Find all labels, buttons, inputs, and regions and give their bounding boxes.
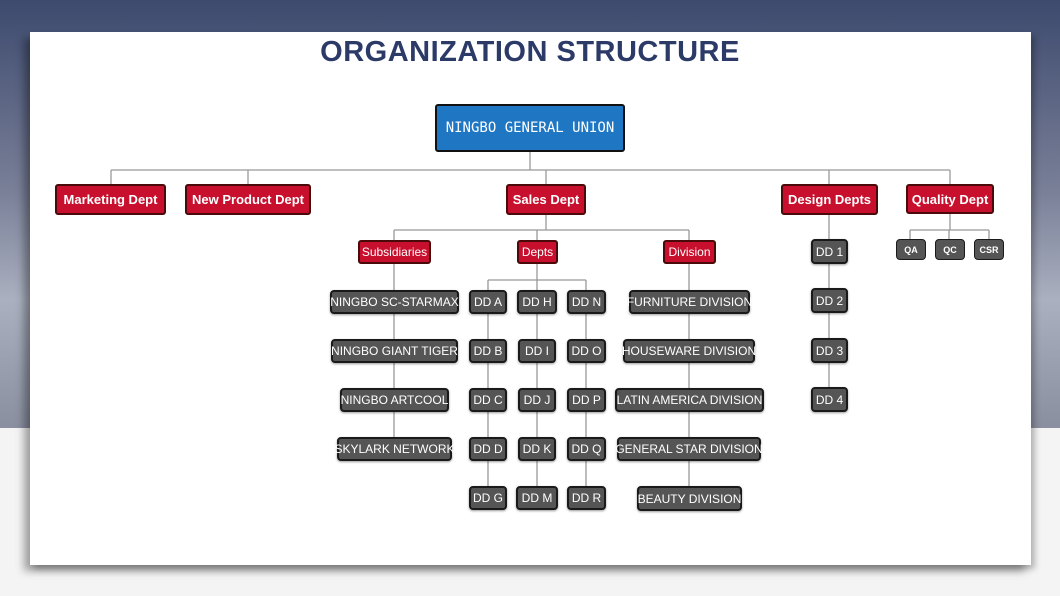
dept-node: DD B: [469, 339, 507, 363]
depts-node: Depts: [517, 240, 558, 264]
design-dept-item-node: DD 3: [811, 338, 848, 363]
division-item-node: BEAUTY DIVISION: [637, 486, 742, 511]
root-node: NINGBO GENERAL UNION: [435, 104, 625, 152]
design-dept-item-node: DD 2: [811, 288, 848, 313]
design-dept-item-node: DD 4: [811, 387, 848, 412]
sales-dept-node: Sales Dept: [506, 184, 586, 215]
design-depts-node: Design Depts: [781, 184, 878, 215]
division-node: Division: [663, 240, 716, 264]
dept-node: DD G: [469, 486, 507, 510]
dept-node: DD A: [469, 290, 507, 314]
quality-unit-node: CSR: [974, 239, 1004, 260]
new-product-dept-node: New Product Dept: [185, 184, 311, 215]
page-title: ORGANIZATION STRUCTURE: [320, 36, 740, 68]
subsidiary-node: SKYLARK NETWORK: [334, 437, 455, 461]
dept-node: DD N: [567, 290, 606, 314]
dept-node: DD C: [469, 388, 507, 412]
dept-node: DD H: [517, 290, 557, 314]
division-item-node: FURNITURE DIVISION: [627, 290, 752, 314]
dept-node: DD J: [518, 388, 556, 412]
dept-node: DD K: [518, 437, 556, 461]
dept-node: DD D: [469, 437, 507, 461]
marketing-dept-node: Marketing Dept: [55, 184, 166, 215]
dept-node: DD I: [518, 339, 556, 363]
dept-node: DD O: [567, 339, 606, 363]
dept-node: DD P: [567, 388, 606, 412]
dept-node: DD M: [516, 486, 558, 510]
division-item-node: LATIN AMERICA DIVISION: [615, 388, 764, 412]
subsidiaries-node: Subsidiaries: [358, 240, 431, 264]
division-item-node: HOUSEWARE DIVISION: [622, 339, 756, 363]
subsidiary-node: NINGBO SC-STARMAX: [330, 290, 459, 314]
dept-node: DD R: [567, 486, 606, 510]
design-dept-item-node: DD 1: [811, 239, 848, 264]
subsidiary-node: NINGBO ARTCOOL: [340, 388, 449, 412]
quality-unit-node: QA: [896, 239, 926, 260]
quality-dept-node: Quality Dept: [906, 184, 994, 214]
quality-unit-node: QC: [935, 239, 965, 260]
dept-node: DD Q: [567, 437, 606, 461]
subsidiary-node: NINGBO GIANT TIGER: [331, 339, 458, 363]
division-item-node: GENERAL STAR DIVISION: [615, 437, 763, 461]
